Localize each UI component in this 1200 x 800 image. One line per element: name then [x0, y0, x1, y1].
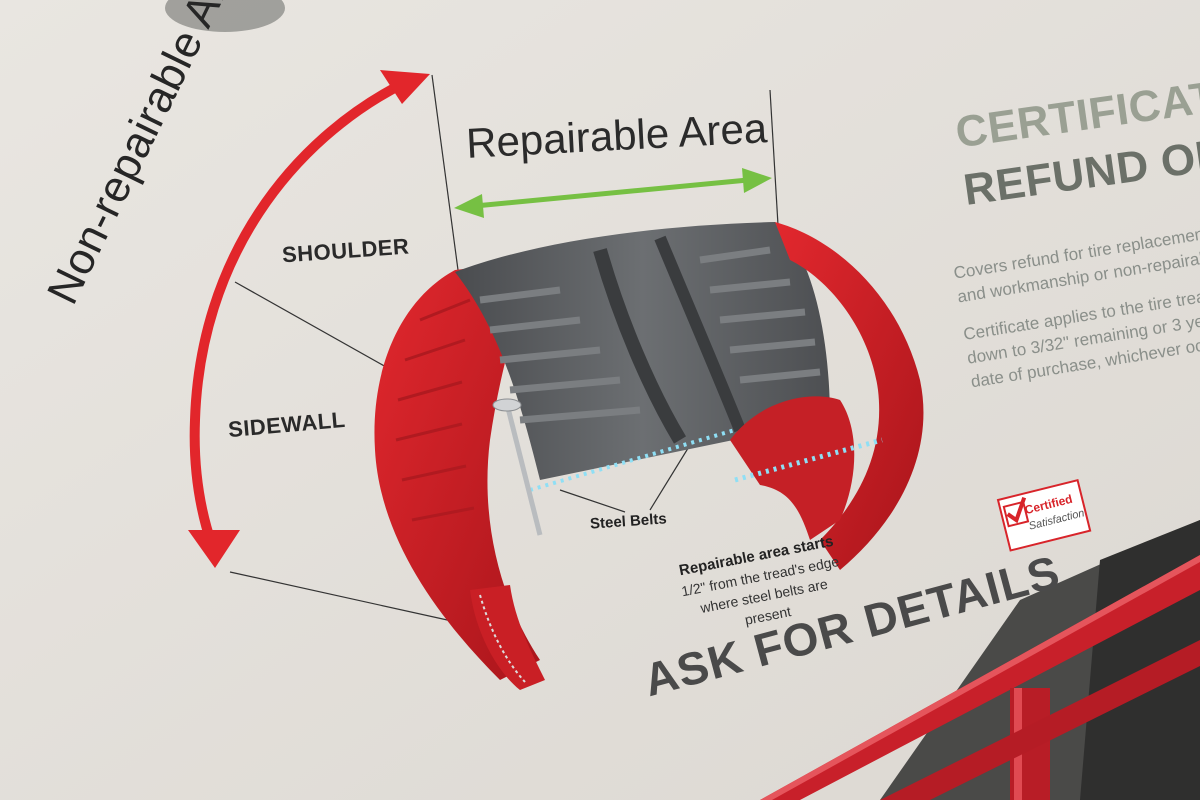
frame-rail-highlight	[760, 555, 1200, 800]
tire-bead	[470, 585, 545, 690]
background-object	[165, 0, 285, 32]
guide-line-left-top	[431, 74, 459, 271]
steel-belt-right	[734, 437, 883, 483]
sidewall-ribs	[395, 298, 475, 522]
repairable-arrow	[474, 177, 749, 209]
nail-shaft	[505, 407, 543, 536]
tire-left-sidewall	[374, 260, 540, 680]
tire-right-inner	[730, 396, 855, 540]
guide-line-bottom	[229, 571, 471, 626]
tire-right-sidewall	[775, 222, 924, 570]
non-repairable-arrowhead-bottom	[188, 530, 240, 568]
badge-frame	[996, 478, 1092, 552]
badge-checkbox	[1002, 500, 1030, 528]
badge-check-icon	[1006, 496, 1027, 524]
steel-belt-left	[529, 428, 736, 492]
repairable-arrowhead-right	[742, 168, 772, 193]
tread-groove-2	[654, 235, 746, 433]
guide-line-steel-2	[649, 444, 691, 511]
satisfaction-badge	[996, 478, 1092, 552]
guide-line-right-top	[769, 89, 779, 226]
guide-line-steel-1	[559, 489, 626, 513]
tire-illustration	[374, 222, 924, 690]
frame-rail-lower	[880, 640, 1200, 800]
guide-line-shoulder	[234, 281, 396, 373]
tread-groove-1	[593, 248, 687, 444]
non-repairable-arrow	[189, 77, 409, 547]
nail-head	[492, 398, 522, 412]
repairable-arrowhead-left	[454, 194, 484, 218]
tread-pattern	[479, 246, 821, 424]
non-repairable-arrowhead-top	[380, 70, 430, 104]
